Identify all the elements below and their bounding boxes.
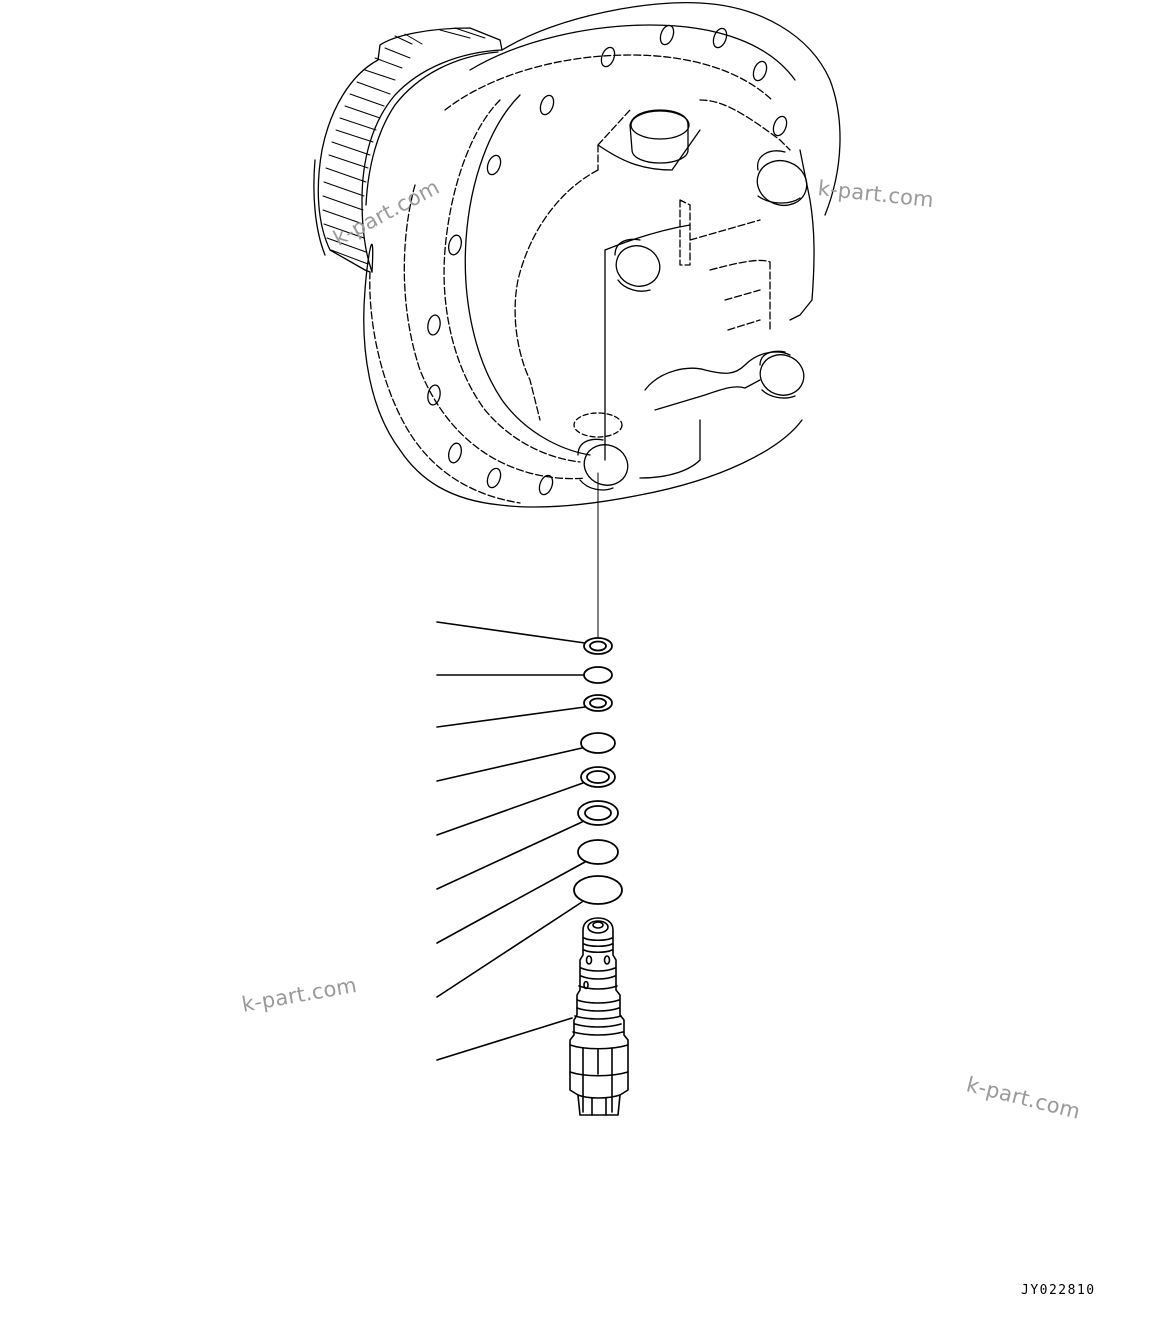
flange-inner-ring-4 — [464, 94, 591, 456]
o-ring-7 — [577, 839, 619, 865]
seal-ring-1 — [583, 637, 613, 655]
valve-block — [514, 99, 815, 479]
flange-ring-outer — [369, 271, 521, 504]
o-ring-4 — [580, 732, 616, 754]
ports — [573, 109, 808, 491]
backup-ring-6 — [577, 800, 619, 826]
flange-inner-ring-3 — [443, 99, 581, 463]
flange-inner-ring-1 — [469, 24, 796, 81]
o-ring-8 — [573, 875, 623, 905]
drawing-code: JY022810 — [1021, 1283, 1096, 1298]
leader-lines — [436, 621, 586, 1061]
travel-motor-housing — [313, 1, 841, 508]
relief-valve-cartridge — [569, 917, 629, 1116]
seal-rings — [573, 637, 623, 905]
seal-ring-3 — [583, 694, 613, 712]
outer-flange — [363, 1, 841, 508]
sprocket-hub — [313, 27, 503, 273]
bolt-holes — [427, 24, 788, 496]
o-ring-2 — [583, 666, 613, 684]
flange-inner-ring-2 — [403, 54, 773, 480]
backup-ring-5 — [580, 766, 616, 788]
